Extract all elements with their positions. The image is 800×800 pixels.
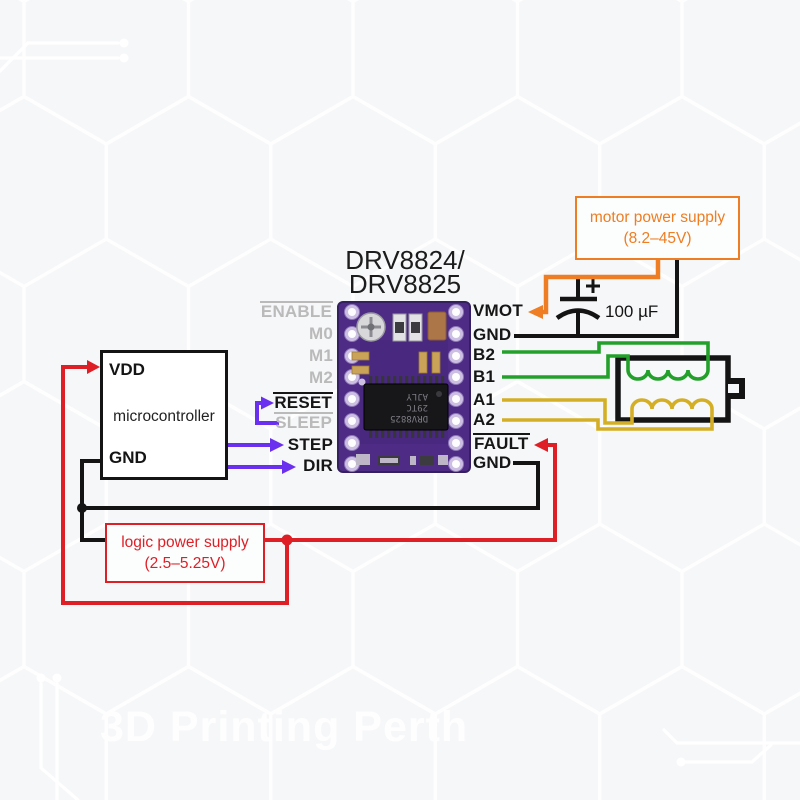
mcu-gnd-pin: GND	[109, 448, 147, 467]
capacitor-value: 100 µF	[605, 302, 659, 321]
a2-wire	[502, 409, 714, 431]
driver-chip: DRV8825 29TC AJLY	[363, 376, 449, 438]
ground-wires	[80, 259, 679, 542]
capacitor-symbol	[555, 277, 601, 336]
b1-wire	[502, 354, 630, 379]
pin-label-m0: M0	[308, 324, 333, 343]
vmot-wire	[528, 259, 661, 319]
mcu-vdd-pin: VDD	[109, 360, 145, 379]
motor-supply-gnd-wire	[514, 259, 679, 338]
svg-text:DRV8825: DRV8825	[390, 413, 428, 423]
vdd-wire	[61, 365, 289, 605]
pin-label-sleep: SLEEP	[274, 412, 333, 432]
pin-label-b1: B1	[473, 367, 496, 386]
logic-power-supply-box: logic power supply (2.5–5.25V)	[105, 523, 265, 583]
gnd-junction-dot	[77, 503, 87, 513]
control-wires	[228, 396, 296, 474]
logic-junction-dot	[281, 534, 293, 546]
coil-a-wires	[502, 398, 714, 431]
logic-power-wires	[61, 360, 557, 605]
pin-label-fault: FAULT	[473, 433, 530, 453]
reset-sleep-jumper	[255, 401, 279, 425]
fault-arrowhead	[534, 438, 548, 452]
driver-gnd-wire	[82, 461, 540, 510]
reset-arrowhead	[261, 396, 274, 410]
vdd-arrowhead	[87, 360, 100, 374]
circuit-trace-bottom-left	[39, 682, 80, 800]
pin-label-reset: RESET	[273, 392, 333, 412]
circuit-trace-dots-bottom-right	[676, 757, 686, 767]
chip-marking: DRV8825 29TC AJLY	[390, 391, 428, 423]
pin-label-enable: ENABLE	[259, 301, 333, 321]
step-arrowhead	[270, 438, 284, 452]
dir-arrowhead	[282, 460, 296, 474]
pin-label-gnd-bottom: GND	[473, 453, 512, 472]
mcu-gnd-wire	[80, 459, 105, 542]
pin-label-a1: A1	[473, 390, 496, 409]
stepper-motor-icon	[615, 355, 745, 423]
coil-a	[630, 398, 714, 410]
pin-label-step: STEP	[287, 435, 333, 454]
smd-components	[351, 311, 448, 465]
motor-power-supply-box: motor power supply (8.2–45V)	[575, 196, 740, 260]
pin-label-vmot: VMOT	[473, 301, 523, 320]
vmot-arrowhead	[528, 305, 543, 319]
a1-wire	[502, 398, 634, 425]
mcu-label: microcontroller	[113, 408, 215, 425]
pin-label-a2: A2	[473, 410, 496, 429]
microcontroller-box: VDD microcontroller GND	[100, 350, 228, 480]
pin-label-m1: M1	[308, 346, 333, 365]
pin-label-b2: B2	[473, 345, 496, 364]
fault-wire	[265, 443, 557, 542]
trimpot-icon	[356, 312, 386, 342]
svg-text:AJLY: AJLY	[406, 391, 428, 401]
pin-label-dir: DIR	[303, 456, 333, 475]
capacitor-plus-sign	[586, 279, 600, 293]
pin-label-gnd-top: GND	[473, 325, 512, 344]
coil-b-wires	[502, 341, 710, 381]
circuit-trace-top-left	[0, 41, 120, 73]
circuit-trace-dots-bottom-left	[36, 673, 62, 683]
circuit-trace-bottom-right	[662, 728, 800, 764]
driver-board: DRV8825 29TC AJLY	[337, 301, 471, 473]
watermark: 3D Printing Perth	[100, 703, 469, 751]
svg-text:29TC: 29TC	[406, 402, 428, 412]
capacitor-negative-plate	[555, 308, 601, 320]
b2-wire	[502, 341, 710, 370]
diagram-title: DRV8824/ DRV8825	[345, 245, 465, 299]
circuit-trace-dots-top-left	[119, 38, 129, 63]
pin-label-m2: M2	[308, 368, 333, 387]
coil-b	[626, 369, 710, 381]
